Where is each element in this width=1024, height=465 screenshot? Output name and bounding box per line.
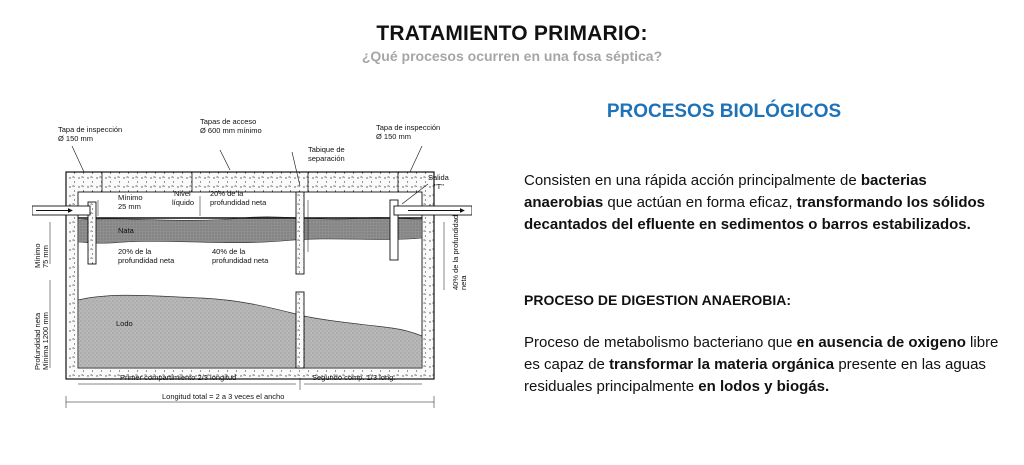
bold-text: transformando los sólidos decantados del… bbox=[524, 194, 986, 233]
text-run: presente en las aguas residuales princip… bbox=[524, 356, 986, 395]
bold-text: bacterias anaerobias bbox=[524, 172, 927, 211]
section-title: PROCESOS BIOLÓGICOS bbox=[606, 101, 842, 122]
page-subtitle: ¿Qué procesos ocurren en una fosa séptic… bbox=[361, 48, 663, 64]
text-run: que actúan en forma eficaz, bbox=[603, 194, 797, 211]
label-profundidad-neta: Profundidad netaMínima 1200 mm bbox=[33, 312, 50, 370]
text-run: libre es capaz de bbox=[524, 334, 999, 373]
bold-text: en ausencia de oxigeno bbox=[796, 334, 966, 351]
text-run: Proceso de metabolismo bacteriano que bbox=[524, 334, 797, 351]
sludge-layer-second bbox=[303, 315, 423, 369]
partition-wall-bottom bbox=[295, 291, 305, 369]
label-longitud-total: Longitud total = 2 a 3 veces el ancho bbox=[162, 392, 284, 401]
bold-text: transformar la materia orgánica bbox=[609, 356, 835, 373]
label-minimo-75: Mínimo75 mm bbox=[33, 243, 50, 268]
text-run: Consisten en una rápida acción principal… bbox=[524, 172, 861, 189]
description-paragraph: Consisten en una rápida acción principal… bbox=[524, 170, 1004, 236]
label-segundo-comp: Segundo comp. 1/3 long. bbox=[312, 373, 395, 382]
bold-text: en lodos y biogás. bbox=[698, 378, 830, 395]
label-lodo: Lodo bbox=[116, 319, 133, 328]
label-nata: Nata bbox=[118, 226, 135, 235]
partition-wall-top bbox=[295, 191, 305, 275]
page-title: TRATAMIENTO PRIMARIO: bbox=[376, 22, 648, 45]
digestion-paragraph: Proceso de metabolismo bacteriano que en… bbox=[524, 332, 1004, 398]
inlet-baffle bbox=[87, 201, 97, 265]
label-primer-compartimiento: Primer compartimiento 2/3 longitud bbox=[120, 373, 236, 382]
label-salida: Salida"T" bbox=[428, 173, 450, 191]
outlet-tee bbox=[389, 199, 399, 261]
sub-heading: PROCESO DE DIGESTION ANAEROBIA: bbox=[524, 292, 792, 308]
label-pct40-right: 40% de la profundidadneta bbox=[451, 215, 468, 290]
sludge-layer bbox=[77, 294, 297, 369]
